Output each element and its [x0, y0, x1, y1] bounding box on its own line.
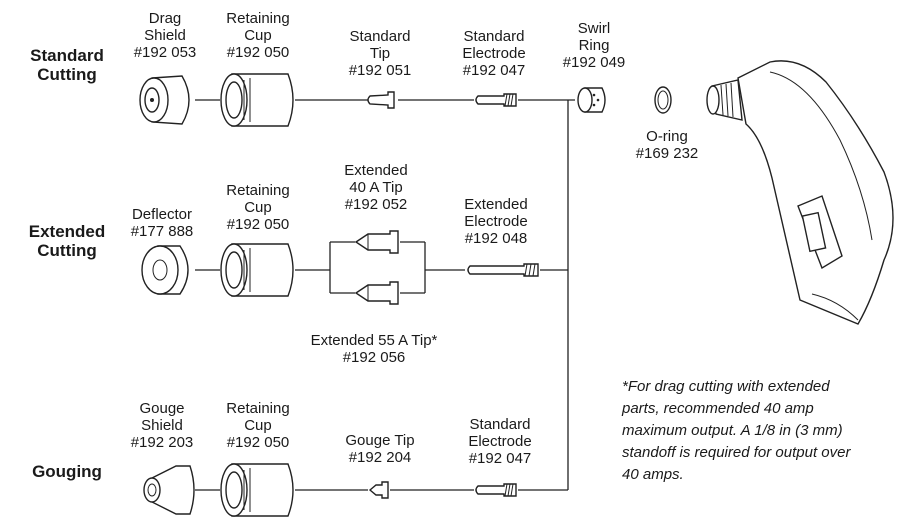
torch-handle: [706, 60, 894, 325]
connector-lines: [195, 99, 575, 491]
footnote: *For drag cutting with extended parts, r…: [622, 378, 851, 483]
section-extended-cutting: Extended Cutting: [28, 222, 106, 260]
section-standard-cutting: Standard Cutting: [30, 46, 104, 84]
label-deflector: Deflector #177 888: [130, 206, 194, 240]
label-gouge-shield: Gouge Shield #192 203: [130, 400, 194, 451]
extended-55a-tip: [354, 281, 399, 305]
label-o-ring: O-ring #169 232: [635, 128, 699, 162]
label-standard-tip: Standard Tip #192 051: [348, 28, 412, 79]
gouge-shield: [143, 465, 195, 515]
gouge-tip: [368, 481, 389, 499]
standard-tip: [367, 91, 395, 109]
swirl-ring: [577, 87, 606, 113]
section-gouging: Gouging: [32, 462, 102, 481]
label-extended-electrode: Extended Electrode #192 048: [464, 196, 528, 247]
extended-40a-tip: [354, 230, 399, 254]
label-swirl-ring: Swirl Ring #192 049: [562, 20, 626, 71]
label-standard-electrode-standard: Standard Electrode #192 047: [462, 28, 526, 79]
label-gouge-tip: Gouge Tip #192 204: [345, 432, 415, 466]
label-retaining-cup-standard: Retaining Cup #192 050: [226, 10, 290, 61]
label-extended-40a-tip: Extended 40 A Tip #192 052: [344, 162, 408, 213]
retaining-cup-extended: [220, 243, 294, 297]
drag-shield: [139, 75, 190, 125]
label-retaining-cup-extended: Retaining Cup #192 050: [226, 182, 290, 233]
label-extended-55a-tip: Extended 55 A Tip* #192 056: [310, 332, 438, 366]
deflector: [141, 245, 189, 295]
label-standard-electrode-gouging: Standard Electrode #192 047: [468, 416, 532, 467]
label-drag-shield: Drag Shield #192 053: [133, 10, 197, 61]
standard-electrode-standard: [475, 93, 517, 107]
retaining-cup-gouging: [220, 463, 294, 517]
standard-electrode-gouging: [475, 483, 517, 497]
label-retaining-cup-gouging: Retaining Cup #192 050: [226, 400, 290, 451]
extended-electrode: [467, 263, 539, 277]
retaining-cup-standard: [220, 73, 294, 127]
o-ring: [654, 86, 672, 114]
